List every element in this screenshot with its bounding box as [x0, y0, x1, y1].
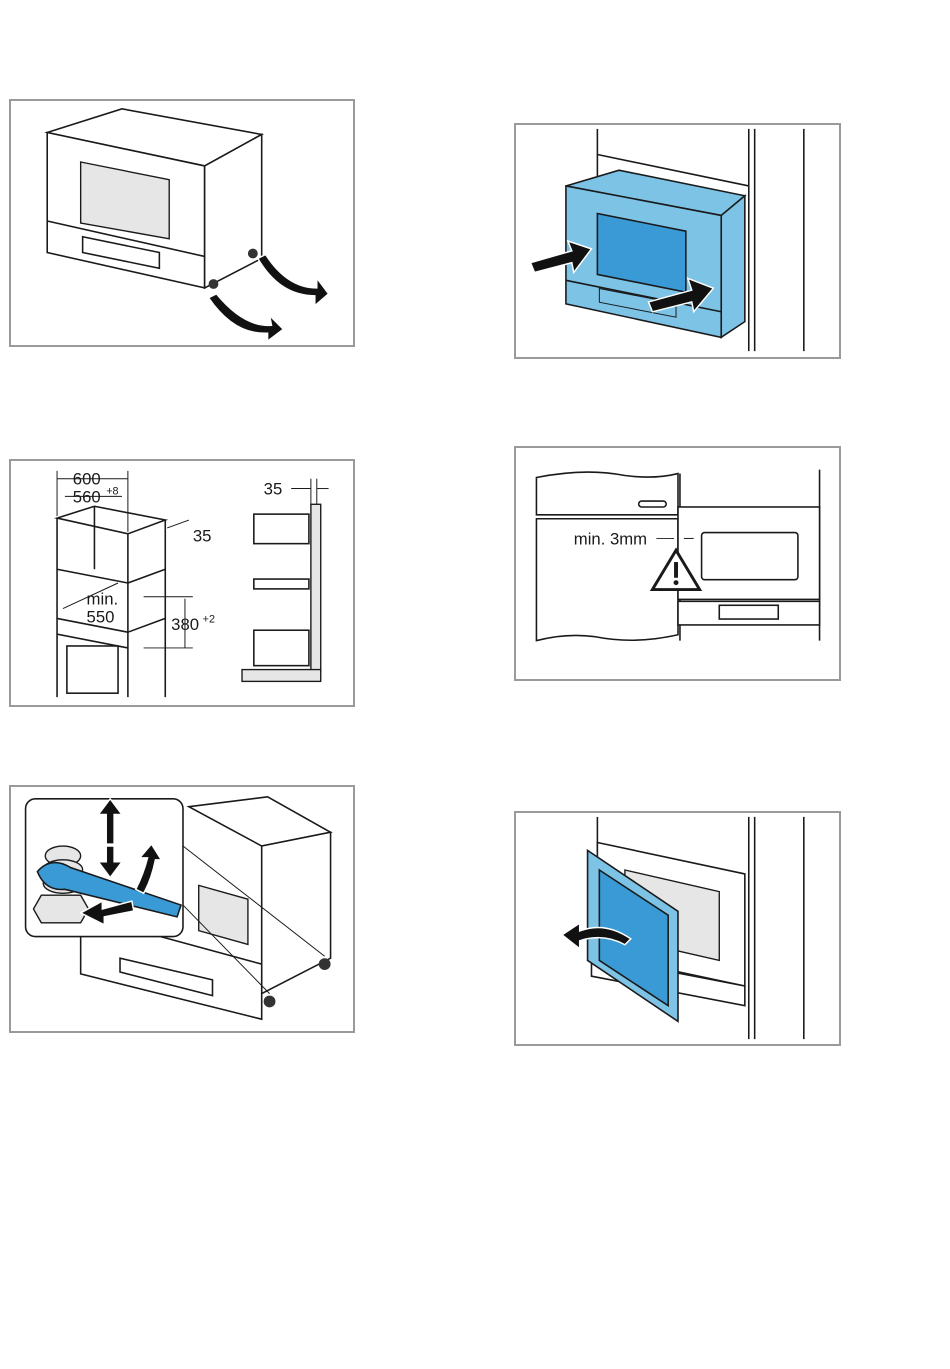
- appliance-with-feet-illustration: [11, 101, 353, 345]
- gap-label: min. 3mm: [574, 529, 647, 548]
- open-door-illustration: [516, 813, 839, 1044]
- appliance-push-in-illustration: [516, 125, 839, 357]
- figure-niche-dimensions: 600 560 +8 35 min. 550 380 +2 35: [9, 459, 355, 707]
- dim-600: 600: [73, 470, 101, 489]
- dim-560-tolerance: +8: [106, 485, 118, 497]
- figure-open-door: [514, 811, 841, 1046]
- dim-35-side: 35: [264, 479, 283, 498]
- door-gap-diagram: min. 3mm: [516, 448, 839, 679]
- figure-adjust-feet: [9, 785, 355, 1033]
- dim-35-depth: 35: [193, 527, 212, 546]
- dim-380: 380: [171, 615, 199, 634]
- figure-push-in: [514, 123, 841, 359]
- adjust-feet-illustration: [11, 787, 353, 1031]
- dim-560: 560: [73, 487, 101, 506]
- figure-remove-feet: [9, 99, 355, 347]
- niche-dimension-diagram: 600 560 +8 35 min. 550 380 +2 35: [11, 461, 353, 705]
- dim-380-tolerance: +2: [203, 613, 215, 625]
- dim-550: 550: [87, 607, 115, 626]
- figure-min-gap: min. 3mm: [514, 446, 841, 681]
- dim-min-label: min.: [87, 590, 119, 609]
